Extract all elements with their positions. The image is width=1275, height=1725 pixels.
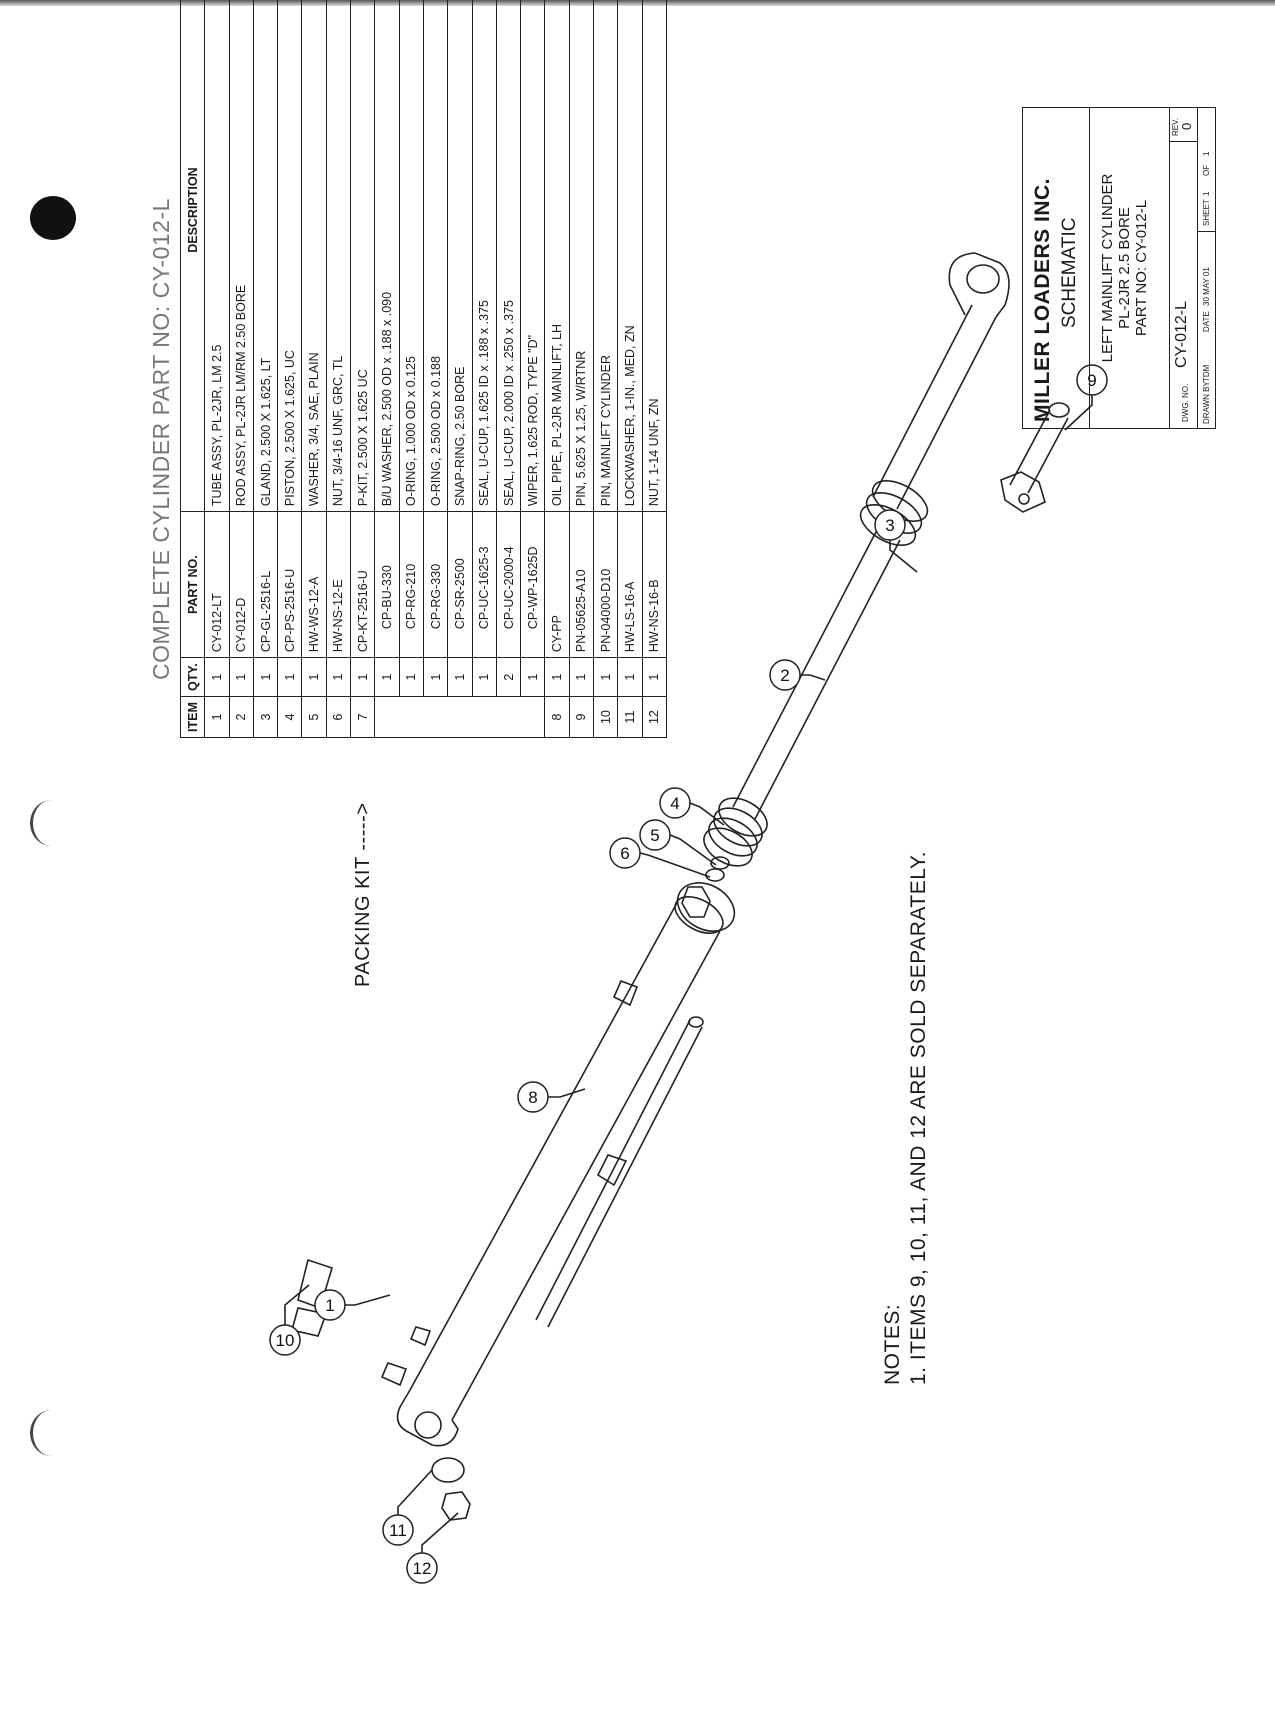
of-label: OF — [1202, 164, 1211, 176]
svg-text:2: 2 — [780, 666, 789, 685]
leader-3 — [889, 540, 918, 573]
svg-text:8: 8 — [528, 1088, 537, 1107]
date-label: DATE — [1202, 311, 1211, 332]
dwg-no-label: DWG. NO. — [1181, 383, 1190, 422]
callout-5: 5 — [639, 819, 671, 851]
lockwasher-part — [431, 1457, 465, 1483]
sheet-label: SHEET — [1202, 199, 1211, 226]
sheet-total: 1 — [1202, 151, 1211, 156]
leader-4 — [689, 802, 725, 826]
callout-4: 4 — [659, 787, 691, 819]
rev-value: 0 — [1179, 122, 1194, 130]
callout-1: 1 — [314, 1289, 346, 1321]
drawn-by-label: DRAWN BY — [1202, 381, 1211, 424]
company-name: MILLER LOADERS INC. — [1031, 178, 1054, 422]
drawing-description-1: LEFT MAINLIFT CYLINDER — [1099, 173, 1116, 363]
leader-6 — [639, 852, 711, 878]
washer-part — [705, 868, 725, 882]
callout-3: 3 — [874, 509, 906, 541]
callout-9: 9 — [1076, 364, 1108, 396]
callout-6: 6 — [609, 837, 641, 869]
title-block: MILLER LOADERS INC. SCHEMATIC LEFT MAINL… — [1022, 107, 1216, 429]
drawing-type: SCHEMATIC — [1059, 217, 1080, 328]
dwg-no-value: CY-012-L — [1173, 300, 1190, 368]
drawing-description-3: PART NO: CY-012-L — [1133, 199, 1150, 337]
callout-10: 10 — [269, 1324, 301, 1356]
svg-text:6: 6 — [620, 844, 629, 863]
piston-part — [703, 797, 768, 867]
svg-text:1: 1 — [325, 1296, 334, 1315]
callout-12: 12 — [406, 1552, 438, 1584]
callout-11: 11 — [382, 1514, 414, 1546]
leader-5 — [669, 834, 717, 866]
punch-hole-top — [30, 196, 76, 240]
svg-text:3: 3 — [885, 516, 894, 535]
leader-12 — [421, 1512, 459, 1553]
leader-9 — [1064, 395, 1093, 431]
oil-pipe-part — [535, 1016, 704, 1328]
sheet-number: 1 — [1202, 191, 1211, 196]
gland-part — [859, 252, 1010, 546]
pin-part — [1000, 402, 1070, 513]
callout-8: 8 — [517, 1081, 549, 1113]
leader-2 — [800, 674, 826, 681]
svg-text:12: 12 — [413, 1559, 432, 1578]
title-block-divider — [1089, 108, 1090, 428]
punch-hole-bottom — [30, 1410, 73, 1456]
leader-10 — [284, 1284, 310, 1325]
sheet-divider — [1197, 231, 1215, 232]
svg-text:10: 10 — [276, 1331, 295, 1350]
drawing-description-2: PL-2JR 2.5 BORE — [1116, 207, 1133, 329]
svg-text:9: 9 — [1087, 371, 1096, 390]
scan-edge — [0, 0, 1275, 6]
punch-hole-middle — [30, 800, 73, 846]
tube-assembly-part — [380, 896, 724, 1447]
hex-nut-part — [441, 1491, 471, 1521]
rev-divider — [1169, 141, 1197, 142]
rod-assembly-part — [732, 527, 901, 820]
leader-11 — [397, 1469, 433, 1515]
callout-2: 2 — [769, 659, 801, 691]
svg-text:11: 11 — [389, 1521, 407, 1540]
title-block-divider — [1197, 108, 1198, 428]
date-value: 30 MAY 01 — [1202, 267, 1211, 306]
nut-part — [710, 856, 730, 870]
leader-1 — [345, 1294, 391, 1306]
leader-8 — [548, 1088, 586, 1098]
title-block-divider — [1169, 108, 1170, 428]
svg-text:5: 5 — [650, 826, 659, 845]
drawn-by-value: TDM — [1202, 364, 1211, 382]
svg-text:4: 4 — [670, 794, 679, 813]
